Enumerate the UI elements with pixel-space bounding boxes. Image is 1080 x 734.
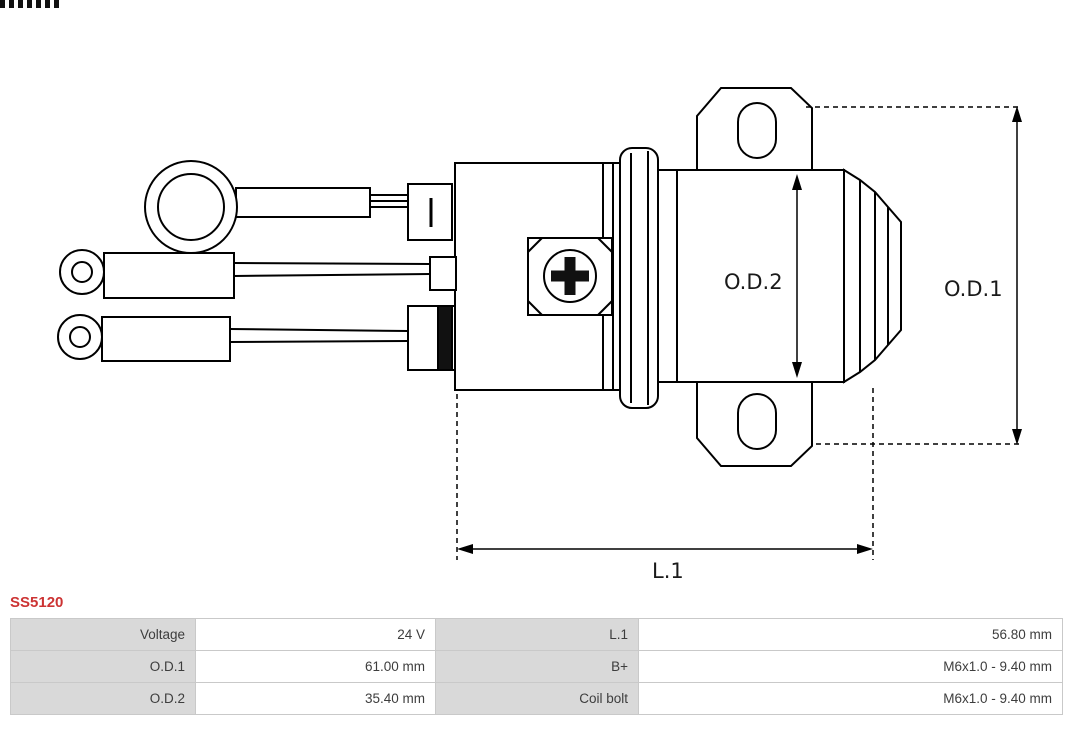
spec-label: Voltage xyxy=(10,618,196,651)
spec-label: O.D.2 xyxy=(10,682,196,715)
specs-table: Voltage 24 V L.1 56.80 mm O.D.1 61.00 mm… xyxy=(10,618,1063,715)
spec-label: O.D.1 xyxy=(10,650,196,683)
bracket-slot-bottom xyxy=(737,393,777,450)
arrowhead-icon xyxy=(1012,106,1022,122)
wire-strand xyxy=(233,262,431,265)
adjust-screw xyxy=(527,237,613,316)
terminal-sleeve-bottom xyxy=(101,316,231,362)
dimension-l1: L.1 xyxy=(456,388,874,583)
mounting-flange xyxy=(619,147,659,409)
connector-band xyxy=(437,305,453,371)
arrowhead-icon xyxy=(857,544,873,554)
spec-value: 24 V xyxy=(195,618,436,651)
table-row: O.D.2 35.40 mm Coil bolt M6x1.0 - 9.40 m… xyxy=(10,682,1063,715)
cable-lug-bar xyxy=(235,187,371,218)
dimension-od2: O.D.2 xyxy=(724,174,802,378)
dimension-od1: O.D.1 xyxy=(806,106,1022,445)
table-row: Voltage 24 V L.1 56.80 mm xyxy=(10,618,1063,651)
arrowhead-icon xyxy=(792,174,802,190)
od1-label: O.D.1 xyxy=(944,277,1003,301)
cable-assembly-middle xyxy=(59,249,457,299)
arrowhead-icon xyxy=(1012,429,1022,445)
spec-label: L.1 xyxy=(435,618,639,651)
terminal-sleeve-middle xyxy=(103,252,235,299)
phillips-cross-icon xyxy=(564,257,576,295)
wire-strand xyxy=(229,328,409,332)
mounting-bracket-bottom xyxy=(696,381,813,467)
l1-label: L.1 xyxy=(652,559,684,583)
solenoid-drawing xyxy=(57,87,902,467)
solenoid-cylinder xyxy=(657,169,845,383)
spec-value: M6x1.0 - 9.40 mm xyxy=(638,682,1063,715)
bracket-slot-top xyxy=(737,102,777,159)
arrowhead-icon xyxy=(457,544,473,554)
table-row: O.D.1 61.00 mm B+ M6x1.0 - 9.40 mm xyxy=(10,650,1063,683)
part-diagram: O.D.2 O.D.1 L.1 xyxy=(57,87,1022,583)
wire-strand xyxy=(233,273,431,277)
mounting-bracket-top xyxy=(696,87,813,171)
logo-fragment xyxy=(0,0,62,8)
spec-value: 56.80 mm xyxy=(638,618,1063,651)
wire-strand xyxy=(229,340,409,343)
arrowhead-icon xyxy=(792,362,802,378)
spec-value: 35.40 mm xyxy=(195,682,436,715)
spec-value: M6x1.0 - 9.40 mm xyxy=(638,650,1063,683)
spec-label: B+ xyxy=(435,650,639,683)
end-cap-dome xyxy=(843,168,902,384)
connector-block-middle xyxy=(429,256,457,291)
cable-assembly-top xyxy=(144,160,453,254)
spec-value: 61.00 mm xyxy=(195,650,436,683)
dimensions: O.D.2 O.D.1 L.1 xyxy=(456,106,1022,583)
spec-label: Coil bolt xyxy=(435,682,639,715)
part-number: SS5120 xyxy=(10,594,64,611)
od2-label: O.D.2 xyxy=(724,270,783,294)
cable-assembly-bottom xyxy=(57,305,456,371)
